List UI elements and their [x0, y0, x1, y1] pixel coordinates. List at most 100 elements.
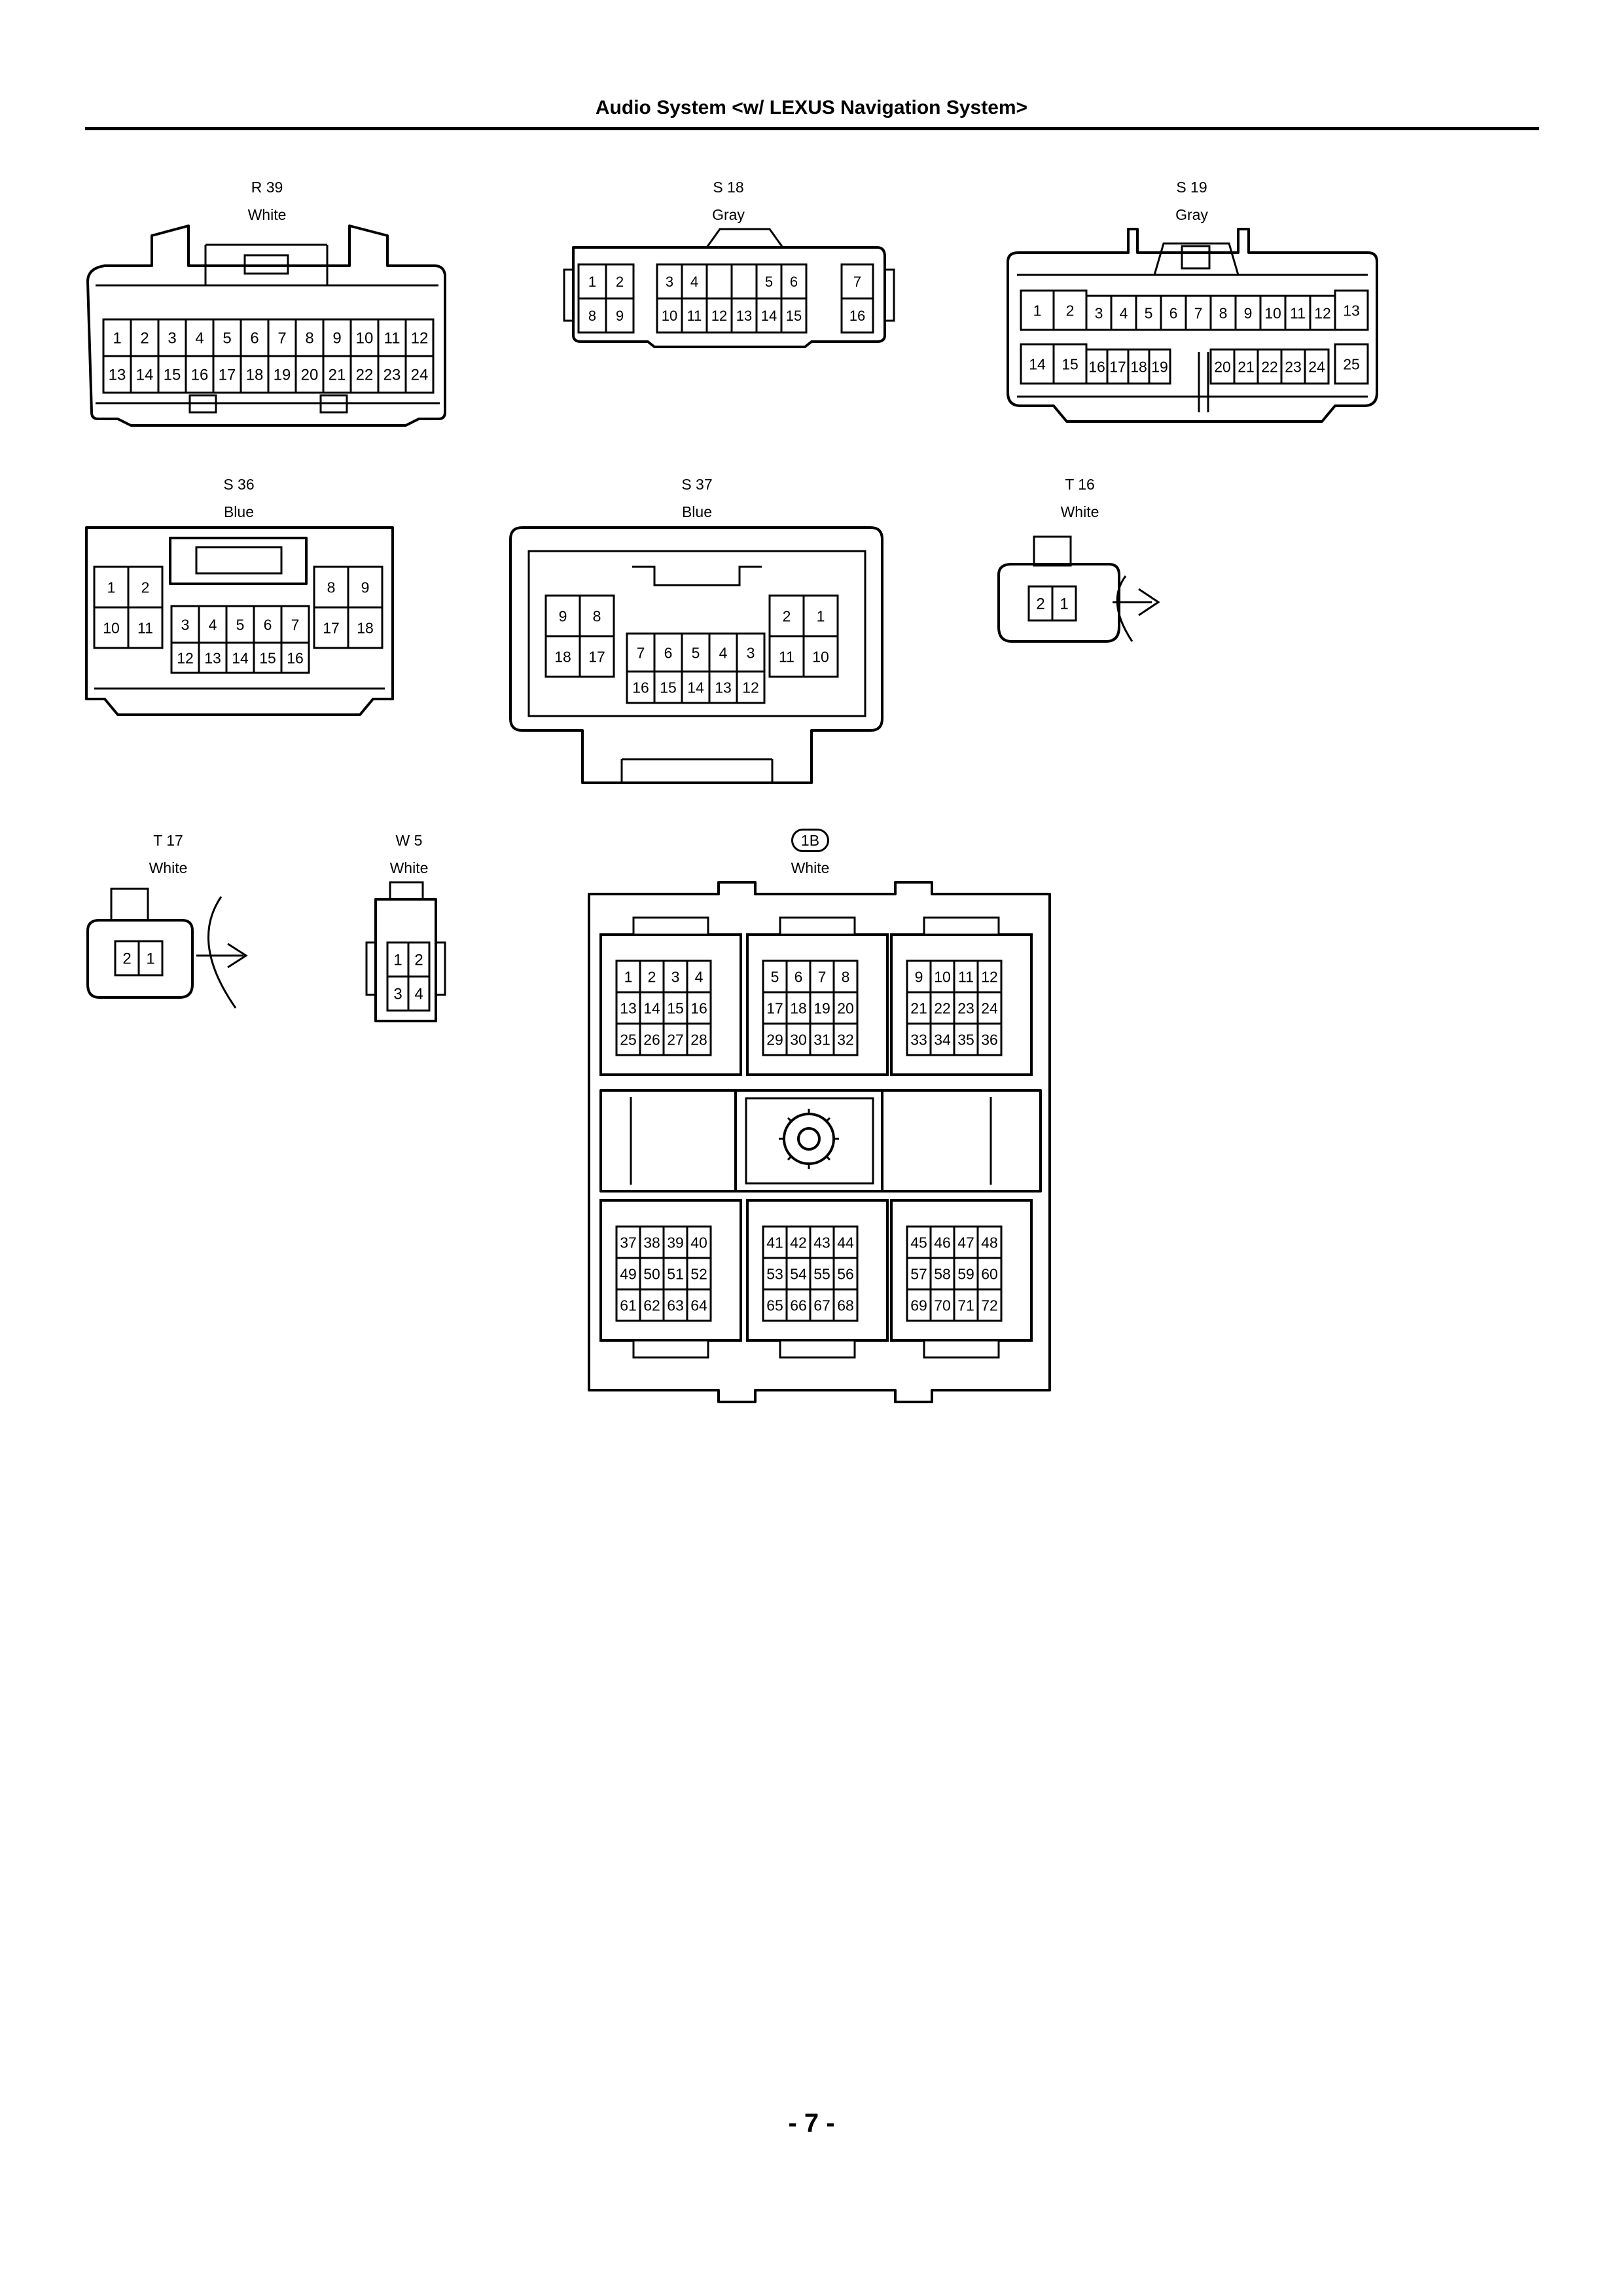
pin-number: 61	[620, 1297, 637, 1314]
pin-number: 72	[981, 1297, 998, 1314]
pin-number: 53	[766, 1265, 783, 1282]
connector-id: S 18	[713, 179, 744, 196]
pin-number: 10	[356, 330, 374, 348]
pin-number: 6	[250, 330, 259, 348]
pin-number: 5	[771, 968, 779, 985]
pin-cavity	[662, 1288, 688, 1322]
pin-number: 9	[1244, 304, 1253, 321]
latch-tab	[779, 1339, 856, 1359]
pin-cavity	[976, 1022, 1003, 1056]
pin-number: 33	[910, 1031, 927, 1048]
pin-number: 2	[1066, 302, 1075, 319]
pin-number: 18	[554, 648, 571, 665]
pin-number: 1	[817, 607, 825, 624]
pin-cavity	[1085, 295, 1113, 331]
pin-cavity	[1234, 295, 1262, 331]
pin-number: 36	[981, 1031, 998, 1048]
page-title: Audio System <w/ LEXUS Navigation System…	[595, 97, 1028, 118]
pin-number: 10	[934, 968, 951, 985]
pin-number: 2	[1036, 596, 1044, 613]
pin-cavity	[1085, 348, 1109, 385]
pin-number: 38	[643, 1234, 660, 1251]
pin-number: 16	[287, 649, 304, 666]
pin-number: 51	[667, 1265, 684, 1282]
pin-number: 12	[177, 649, 194, 666]
pin-cavity	[130, 318, 160, 357]
pin-number: 10	[103, 619, 120, 636]
pin-number: 11	[958, 968, 974, 985]
pin-cavity	[976, 1288, 1003, 1322]
pin-number: 52	[690, 1265, 707, 1282]
pin-number: 48	[981, 1234, 998, 1251]
pin-number: 7	[291, 616, 300, 633]
pin-number: 54	[790, 1265, 807, 1282]
connector-id: W 5	[395, 832, 423, 849]
pin-number: 67	[813, 1297, 830, 1314]
pin-number: 17	[323, 619, 340, 636]
pin-number: 19	[813, 999, 830, 1016]
pin-number: 27	[667, 1031, 684, 1048]
pin-number: 62	[643, 1297, 660, 1314]
pin-cavity	[840, 297, 874, 334]
pin-cavity	[656, 297, 683, 334]
pin-number: 1	[588, 274, 596, 290]
connector-label-1b: 1B White	[732, 827, 889, 882]
pin-cavity	[929, 1225, 955, 1259]
pin-number: 17	[766, 999, 783, 1016]
pin-cavity	[802, 594, 839, 637]
connector-color: White	[247, 206, 287, 223]
pin-number: 22	[934, 999, 951, 1016]
connector-label-t17: T 17 White	[90, 827, 247, 882]
connector-color: White	[791, 859, 830, 876]
pin-number: 1	[1033, 302, 1042, 319]
pin-cavity	[809, 1288, 835, 1322]
pin-number: 8	[305, 330, 313, 348]
pin-number: 15	[786, 308, 802, 324]
pin-number: 13	[1343, 302, 1360, 319]
latch-tab	[632, 916, 709, 936]
pin-number: 15	[259, 649, 276, 666]
pin-number: 17	[1109, 358, 1126, 375]
pin-number: 4	[690, 274, 698, 290]
pin-number: 3	[1095, 304, 1103, 321]
pin-number: 40	[690, 1234, 707, 1251]
pin-number: 24	[981, 999, 998, 1016]
pin-number: 12	[742, 679, 759, 696]
pin-number: 16	[191, 367, 209, 384]
connector-color: Blue	[681, 503, 713, 520]
pin-number: 13	[620, 999, 637, 1016]
pin-number: 68	[837, 1297, 854, 1314]
pin-number: 8	[1219, 304, 1228, 321]
pin-number: 23	[1285, 358, 1302, 375]
pin-cavity	[407, 975, 431, 1012]
pin-number: 15	[667, 999, 684, 1016]
pin-cavity	[294, 318, 325, 357]
pin-number: 9	[332, 330, 341, 348]
pin-cavity	[906, 1022, 932, 1056]
pin-number: 45	[910, 1234, 927, 1251]
pin-cavity	[102, 318, 132, 357]
connector-label-t16: T 16 White	[1001, 471, 1158, 526]
pin-number: 3	[393, 986, 402, 1003]
pin-number: 11	[687, 308, 702, 324]
pin-number: 10	[662, 308, 677, 324]
pin-cavity	[185, 318, 215, 357]
pin-cavity	[93, 565, 130, 609]
pin-number: 18	[790, 999, 807, 1016]
pin-number: 20	[837, 999, 854, 1016]
pin-number: 49	[620, 1265, 637, 1282]
pin-number: 25	[1343, 355, 1360, 372]
connector-label-s36: S 36 Blue	[160, 471, 317, 526]
pin-number: 15	[164, 367, 181, 384]
pin-number: 17	[219, 367, 236, 384]
pin-number: 19	[1151, 358, 1168, 375]
pin-cavity	[653, 670, 683, 704]
pin-number: 2	[122, 950, 131, 968]
connector-id: T 16	[1065, 476, 1095, 493]
pin-number: 7	[277, 330, 286, 348]
pin-number: 6	[794, 968, 803, 985]
pin-cavity	[240, 318, 270, 357]
